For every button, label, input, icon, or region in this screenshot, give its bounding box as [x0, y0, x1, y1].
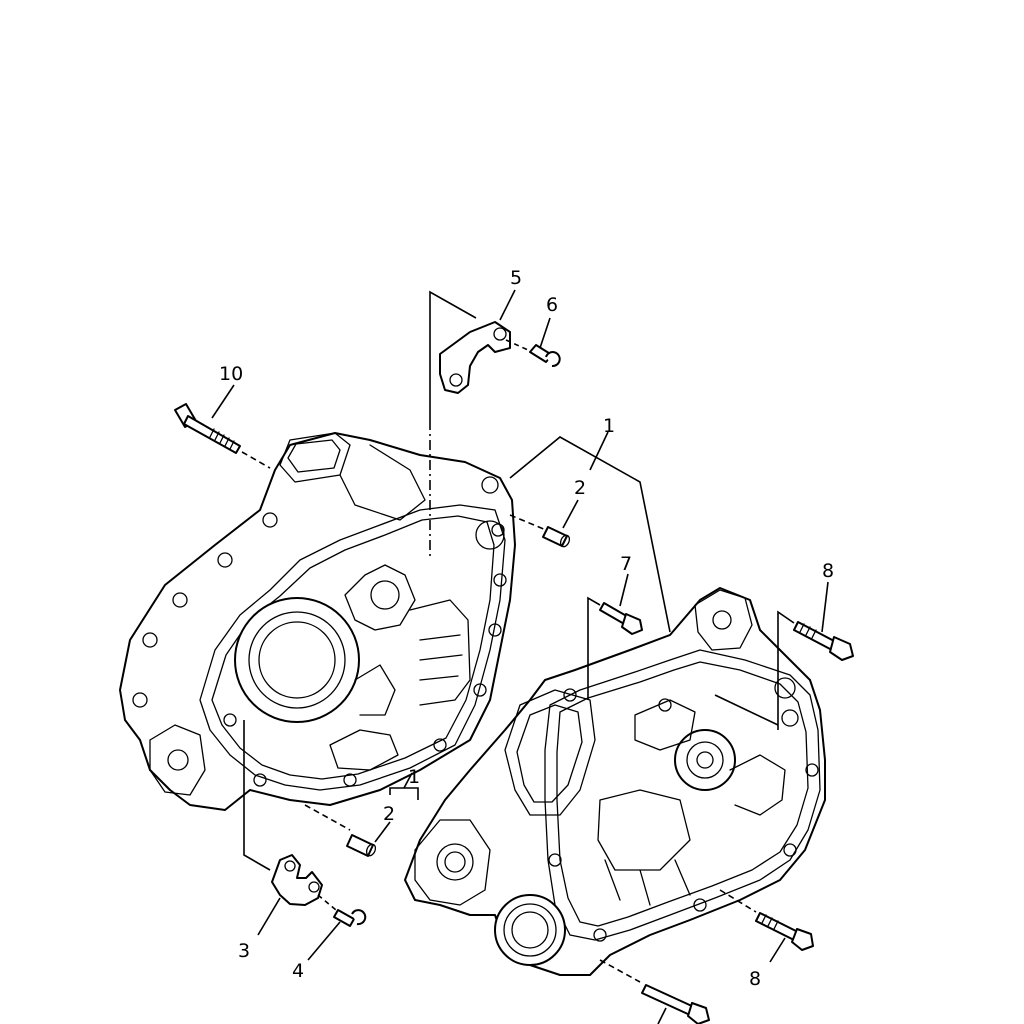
dowel-pin-2-lower [346, 834, 377, 857]
leader-lines [211, 289, 829, 1024]
callout-5: 5 [510, 267, 522, 289]
callout-2-upper: 2 [574, 477, 586, 499]
callout-7: 7 [620, 553, 632, 575]
right-crankcase-half [404, 587, 826, 976]
callout-8-upper: 8 [822, 560, 834, 582]
callout-2-lower: 2 [383, 803, 395, 825]
bolt-8-upper [793, 621, 854, 661]
callout-4: 4 [292, 960, 304, 982]
callout-labels: 10 5 6 1 2 7 8 1 2 3 4 8 [219, 267, 834, 990]
callout-1-upper: 1 [603, 415, 615, 437]
callout-8-lower: 8 [749, 968, 761, 990]
bolt-bottom [641, 984, 710, 1024]
dowel-pin-2-upper [542, 526, 571, 548]
callout-1-lower: 1 [408, 766, 420, 788]
callout-6: 6 [546, 294, 558, 316]
plate-3 [271, 854, 323, 906]
bolt-7 [599, 602, 643, 635]
screw-6 [529, 344, 561, 368]
callout-3: 3 [238, 940, 250, 962]
bolt-8-lower [755, 912, 814, 951]
screw-4 [333, 909, 367, 927]
bolt-10 [174, 403, 241, 454]
plate-5 [439, 321, 511, 394]
left-crankcase-half [119, 432, 516, 811]
callout-10: 10 [219, 363, 243, 385]
